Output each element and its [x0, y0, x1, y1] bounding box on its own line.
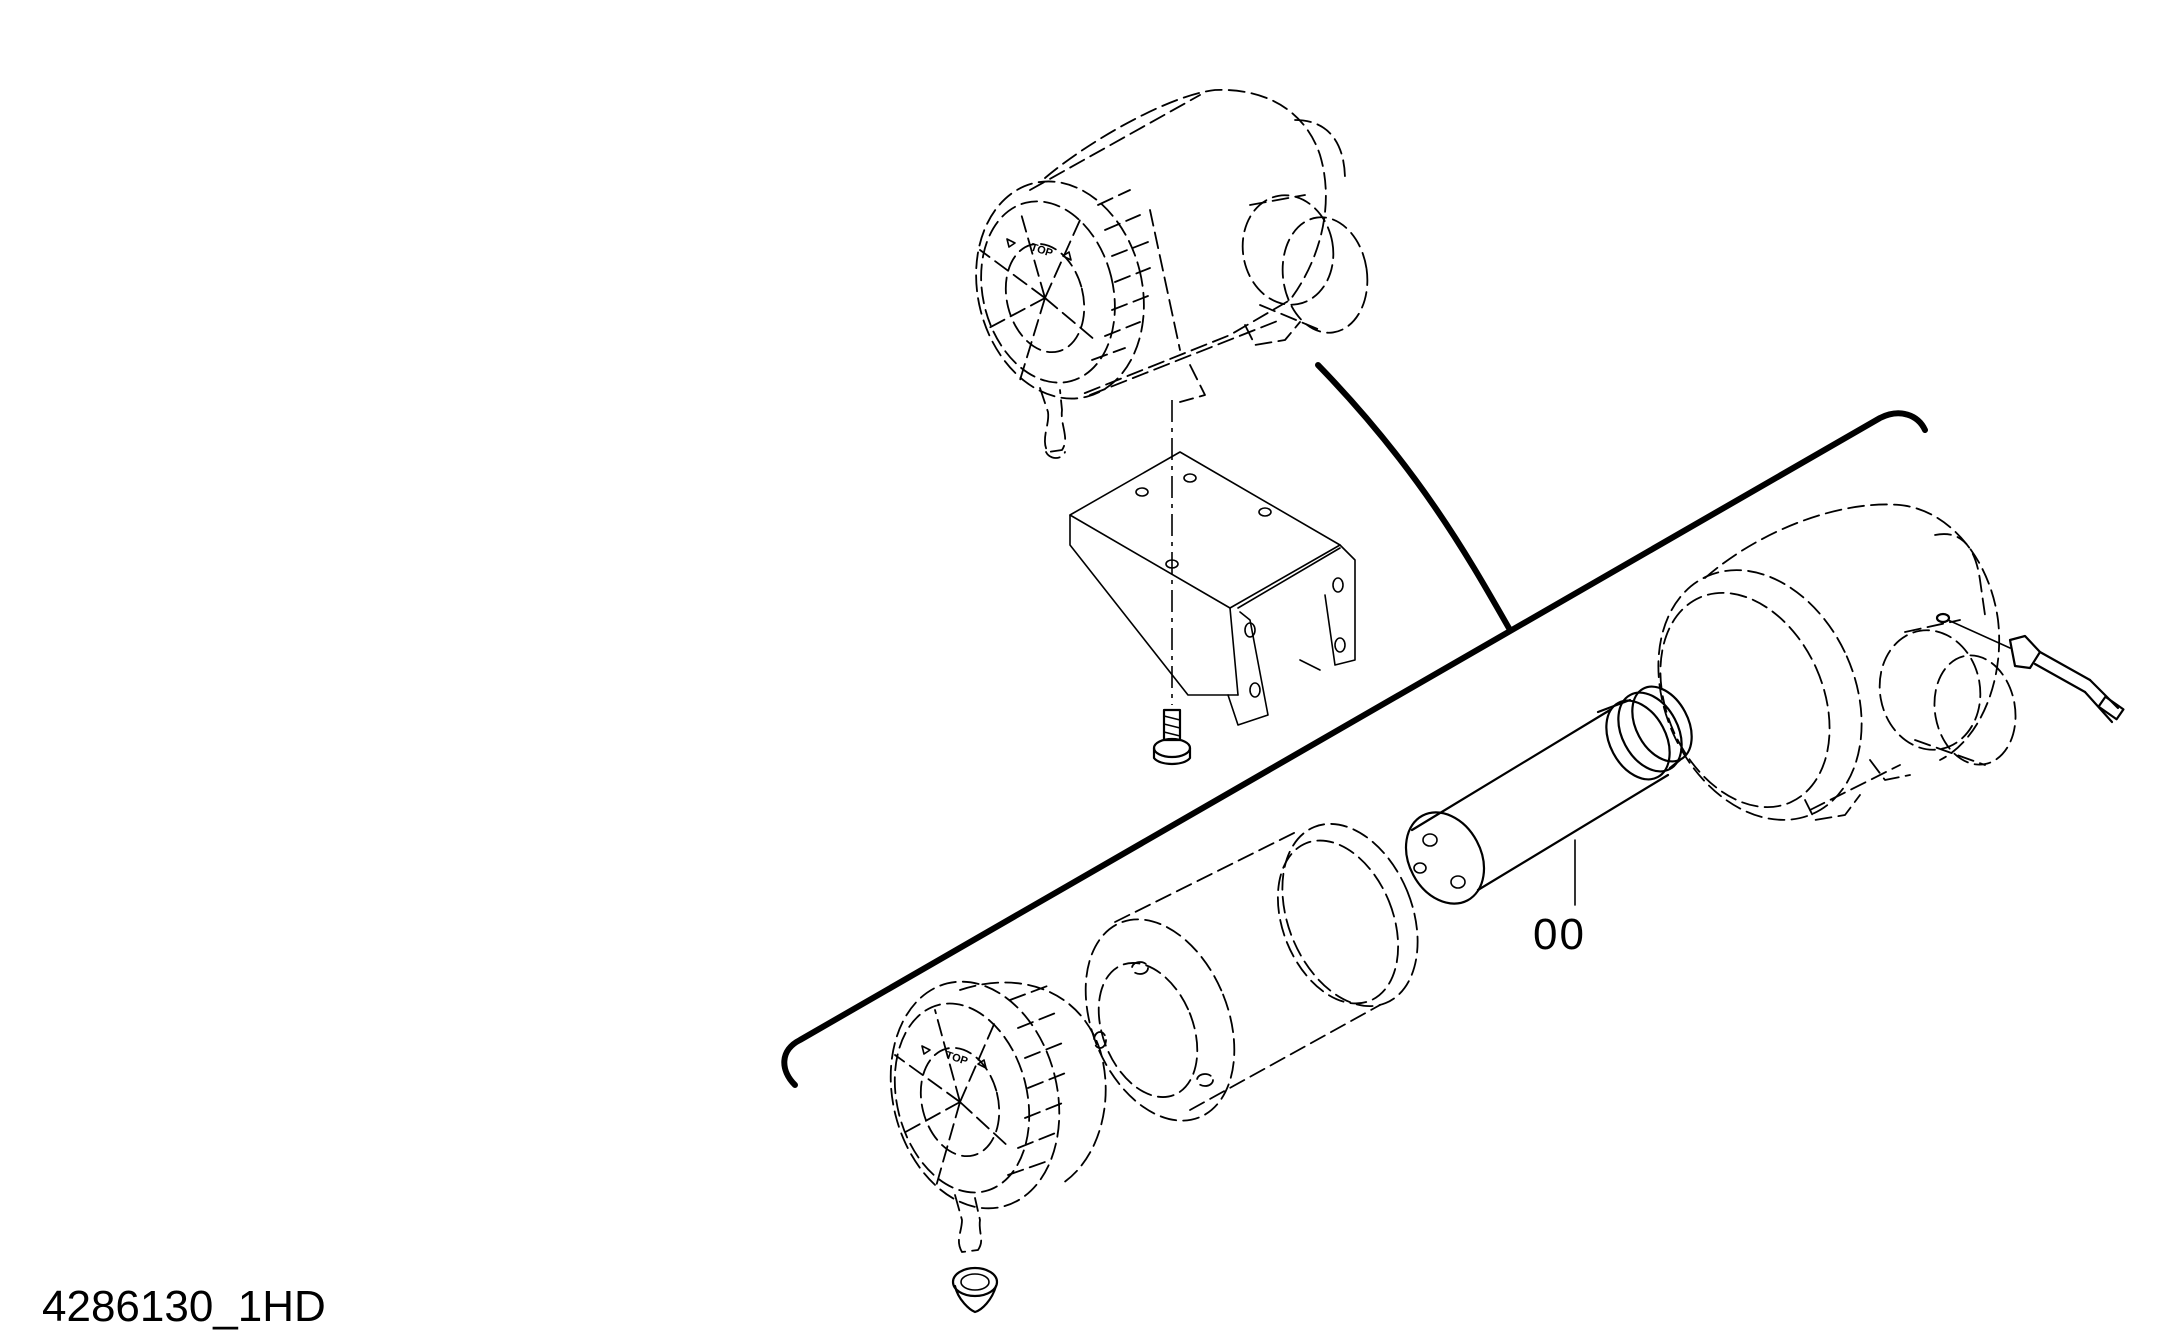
- mounting-bolt: [1152, 708, 1192, 766]
- drawing-number: 4286130_1HD: [42, 1282, 326, 1331]
- filter-element: [1404, 685, 1693, 906]
- end-cap-lower: TOP: [889, 980, 1107, 1314]
- filter-cover: [1084, 823, 1419, 1122]
- part-callout-label: 00: [1533, 910, 1586, 959]
- top-marking-lower: TOP: [944, 1049, 969, 1067]
- group-bracket-curve: [781, 410, 1928, 1088]
- mounting-bracket: [1069, 400, 1356, 726]
- air-cleaner-assembly-upper: TOP: [975, 89, 1369, 459]
- top-marking: TOP: [1029, 241, 1054, 259]
- group-connector-line: [1315, 362, 1513, 633]
- air-cleaner-housing-lower: [1657, 503, 2125, 821]
